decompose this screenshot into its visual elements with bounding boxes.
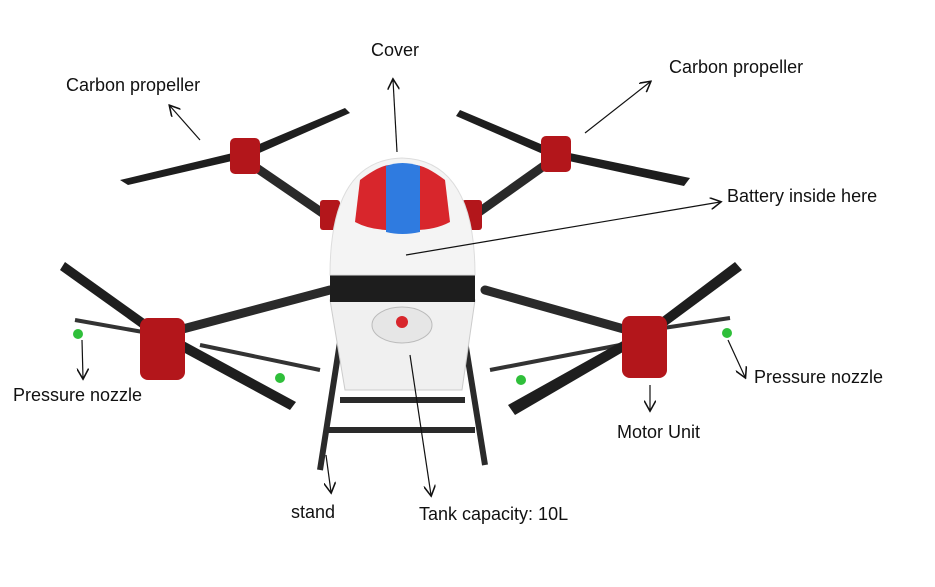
nozzle-bars [74, 316, 731, 372]
label-cover: Cover [371, 40, 420, 60]
nozzles [73, 328, 732, 385]
label-carbon-propeller-left: Carbon propeller [66, 75, 201, 95]
label-stand: stand [291, 502, 336, 522]
label-carbon-propeller-right: Carbon propeller [669, 57, 804, 77]
motor-units [140, 136, 667, 380]
label-motor-unit: Motor Unit [617, 422, 701, 442]
label-pressure-nozzle-left: Pressure nozzle [13, 385, 143, 405]
body [329, 157, 476, 302]
label-tank-capacity: Tank capacity: 10L [419, 504, 569, 524]
propeller-blades [60, 108, 742, 415]
label-pressure-nozzle-right: Pressure nozzle [754, 367, 884, 387]
label-battery: Battery inside here [727, 186, 878, 206]
annotation-arrows [82, 80, 745, 495]
tank [329, 299, 476, 391]
